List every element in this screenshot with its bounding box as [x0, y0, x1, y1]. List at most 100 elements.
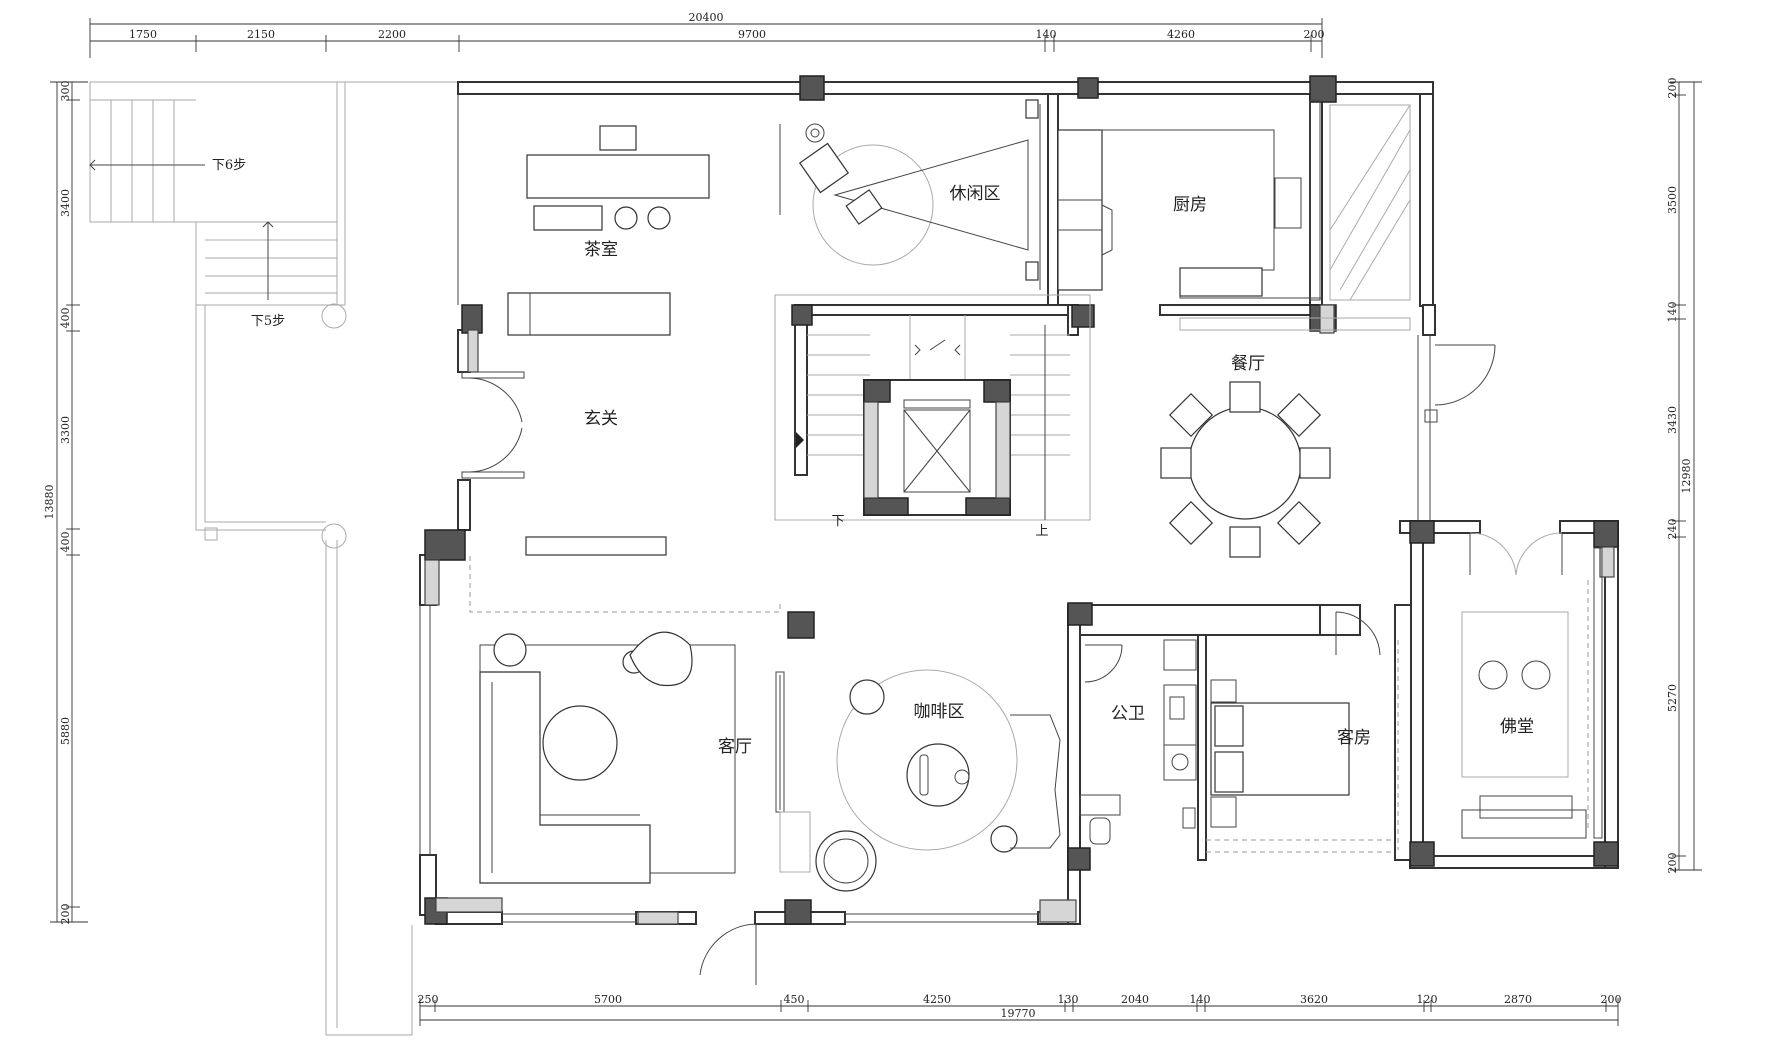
exterior-stairs: 下6步 下5步: [89, 81, 458, 1036]
top-dimension: 2150: [247, 28, 275, 41]
right-dimension: 140: [1666, 302, 1679, 323]
exterior-walls: [419, 81, 1619, 925]
left-dimension: 3400: [59, 189, 72, 217]
bottom-dimension: 5700: [594, 993, 622, 1006]
left-total-dimension: 13880: [43, 485, 56, 520]
left-dimension: 400: [59, 532, 72, 553]
coffee-area: 咖啡区: [815, 669, 1061, 892]
room-label-coffee: 咖啡区: [914, 702, 965, 722]
room-label-kitchen: 厨房: [1173, 195, 1207, 215]
sofa-bench: [507, 292, 671, 336]
bottom-dimension: 2870: [1504, 993, 1532, 1006]
ottoman: [845, 189, 883, 225]
armchair-round: [815, 830, 877, 892]
bottom-dimension: 200: [1601, 993, 1622, 1006]
top-dimension: 200: [1304, 28, 1325, 41]
room-label-lounge: 休闲区: [950, 184, 1001, 204]
lounge-chair: [629, 631, 693, 687]
bottom-dimensions: 250 5700 450 4250 130 2040 140 3620 120 …: [418, 993, 1622, 1026]
room-label-buddha: 佛堂: [1500, 717, 1534, 737]
room-label-living: 客厅: [718, 737, 752, 757]
room-label-foyer: 玄关: [584, 409, 618, 429]
right-dimension: 200: [1666, 853, 1679, 874]
stair-label-down5: 下5步: [251, 314, 285, 329]
top-dimension: 140: [1036, 28, 1057, 41]
bottom-dimension: 120: [1417, 993, 1438, 1006]
left-dimension: 400: [59, 308, 72, 329]
dining-chair: [1299, 447, 1331, 479]
bottom-dimension: 140: [1190, 993, 1211, 1006]
dining-chair: [1160, 447, 1192, 479]
right-dimension: 5270: [1666, 684, 1679, 712]
top-dimension: 9700: [738, 28, 766, 41]
dining-area: 餐厅: [1160, 317, 1496, 558]
lounge-area: 休闲区: [779, 99, 1041, 290]
right-total-dimension: 12980: [1680, 459, 1693, 494]
stairwell: 下 上: [774, 294, 1091, 539]
stair-label-up: 上: [1035, 524, 1048, 539]
kitchen: 厨房: [1057, 99, 1411, 301]
room-label-tea: 茶室: [584, 240, 618, 260]
guest-room: 客房: [1206, 611, 1399, 853]
right-dimension: 3430: [1666, 406, 1679, 434]
dining-table: [1188, 406, 1302, 520]
tea-stool: [599, 125, 637, 151]
living-room: 客厅: [479, 631, 811, 985]
public-wc: 公卫: [1079, 639, 1197, 845]
left-dimension: 3300: [59, 416, 72, 444]
lounge-chair: [798, 142, 850, 194]
tea-room: 茶室: [507, 125, 710, 336]
bottom-dimension: 4250: [923, 993, 951, 1006]
dining-chair: [1276, 392, 1322, 438]
top-dimension: 1750: [129, 28, 157, 41]
tea-table: [526, 154, 710, 199]
right-dimension: 240: [1666, 519, 1679, 540]
bottom-dimension: 3620: [1300, 993, 1328, 1006]
dining-chair: [1276, 500, 1322, 546]
coffee-table-round: [542, 705, 618, 781]
left-dimension: 5880: [59, 717, 72, 745]
prayer-mat: [1461, 611, 1569, 778]
top-total-dimension: 20400: [689, 11, 724, 24]
l-sofa: [479, 671, 651, 884]
stair-label-down: 下: [831, 514, 844, 529]
dining-chair: [1229, 381, 1261, 413]
room-label-guest: 客房: [1337, 728, 1371, 748]
dining-chair: [1229, 526, 1261, 558]
dining-chair: [1168, 500, 1214, 546]
room-label-wc: 公卫: [1111, 704, 1145, 724]
right-dimension: 3500: [1666, 186, 1679, 214]
wc-vanity: [1163, 684, 1197, 746]
left-dimension: 300: [59, 81, 72, 102]
right-dimensions: 200 3500 140 3430 240 5270 200 12980: [1666, 78, 1702, 874]
kitchen-counter: [1179, 267, 1263, 297]
tea-bench: [533, 205, 603, 231]
dining-chair: [1168, 392, 1214, 438]
foyer: 玄关: [461, 371, 781, 613]
buddha-hall: 佛堂: [1461, 532, 1603, 839]
planter-circle: [321, 303, 347, 329]
bottom-dimension: 130: [1058, 993, 1079, 1006]
kitchen-island: [1057, 129, 1103, 291]
right-dimension: 200: [1666, 78, 1679, 99]
bottom-total-dimension: 19770: [1001, 1007, 1036, 1020]
room-label-dining: 餐厅: [1231, 354, 1265, 374]
coffee-rug: [836, 669, 1018, 851]
stair-label-down6: 下6步: [212, 158, 246, 173]
columns: [424, 75, 1619, 925]
interior-walls: [794, 93, 1436, 861]
kitchen-sink: [1274, 177, 1302, 229]
top-dimension: 4260: [1167, 28, 1195, 41]
left-dimension: 200: [59, 904, 72, 925]
elevator-cabin: [903, 409, 971, 493]
bottom-dimension: 2040: [1121, 993, 1149, 1006]
top-dimensions: 20400 1750 2150 2200 9700 140 4260 200: [89, 11, 1325, 58]
console-table: [525, 536, 667, 556]
bottom-dimension: 250: [418, 993, 439, 1006]
top-dimension: 2200: [378, 28, 406, 41]
coffee-table: [906, 743, 970, 807]
stair-arrow-icon: [796, 432, 804, 448]
left-dimensions: 300 3400 400 3300 400 5880 200 13880: [43, 81, 88, 925]
planter-circle: [321, 523, 347, 549]
